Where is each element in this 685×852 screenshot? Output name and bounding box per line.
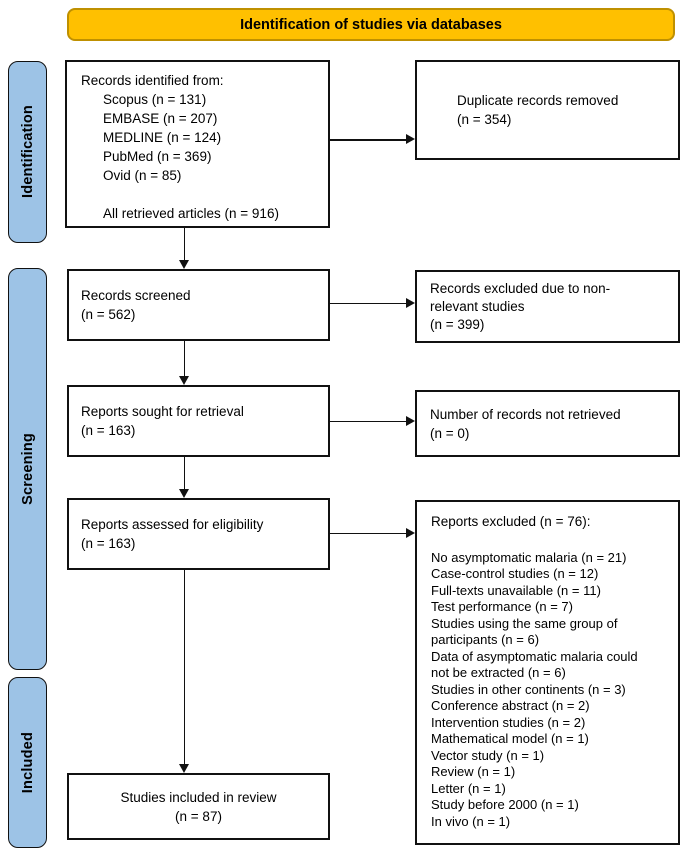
- text-line: (n = 399): [430, 316, 485, 332]
- box-duplicates-removed: Duplicate records removed (n = 354): [415, 60, 680, 160]
- source-line: MEDLINE (n = 124): [103, 130, 222, 145]
- stage-pill-included: Included: [8, 677, 47, 848]
- source-line: PubMed (n = 369): [103, 149, 212, 164]
- arrow-identified-to-duplicates-head: [406, 134, 415, 144]
- box-records-identified: Records identified from: Scopus (n = 131…: [65, 60, 330, 228]
- box-reports-excluded: Reports excluded (n = 76): No asymptomat…: [415, 500, 680, 845]
- arrow-assessed-to-included-shaft: [183, 570, 186, 765]
- records-identified-total: All retrieved articles (n = 916): [103, 206, 279, 221]
- reason-line: Review (n = 1): [431, 764, 516, 779]
- reports-excluded-reasons: No asymptomatic malaria (n = 21)Case-con…: [431, 550, 674, 831]
- arrow-screened-to-sought-head: [178, 376, 189, 385]
- arrow-identified-to-screened-shaft: [183, 228, 186, 261]
- reason-line: In vivo (n = 1): [431, 813, 511, 829]
- reason-line: Studies using the same group of: [431, 615, 618, 631]
- banner-title: Identification of studies via databases: [240, 16, 502, 33]
- box-studies-included: Studies included in review (n = 87): [67, 773, 330, 840]
- stage-pill-screening: Screening: [8, 268, 47, 670]
- reports-excluded-title: Reports excluded (n = 76):: [431, 514, 591, 529]
- reason-line: Full-texts unavailable (n = 11): [431, 582, 601, 598]
- text-line: Records screened: [81, 288, 191, 303]
- reason-line: participants (n = 6): [431, 632, 540, 647]
- reason-line: Data of asymptomatic malaria could: [431, 648, 638, 664]
- box-records-not-retrieved: Number of records not retrieved (n = 0): [415, 390, 680, 457]
- stage-label-included: Included: [19, 731, 36, 794]
- banner-identification-via-databases: Identification of studies via databases: [67, 8, 675, 41]
- text-line: Reports sought for retrieval: [81, 404, 244, 419]
- text-line: (n = 0): [430, 425, 470, 441]
- box-records-screened: Records screened (n = 562): [67, 269, 330, 341]
- text-line: (n = 163): [81, 423, 136, 438]
- records-not-retrieved-text: Number of records not retrieved (n = 0): [430, 405, 678, 443]
- records-screened-text: Records screened (n = 562): [81, 286, 328, 324]
- text-line: relevant studies: [430, 298, 525, 314]
- reason-line: Mathematical model (n = 1): [431, 731, 589, 746]
- blank-line: [81, 185, 322, 204]
- reason-line: not be extracted (n = 6): [431, 665, 566, 680]
- records-excluded-text: Records excluded due to non-relevant stu…: [430, 280, 678, 334]
- text-line: Studies included in review: [120, 789, 277, 805]
- arrow-screened-to-excluded-shaft: [330, 302, 406, 305]
- records-identified-sources: Scopus (n = 131) EMBASE (n = 207) MEDLINE …: [81, 90, 322, 185]
- arrow-sought-to-assessed-head: [178, 489, 189, 498]
- arrow-assessed-to-reportsexcluded-shaft: [330, 532, 406, 535]
- reason-line: Studies in other continents (n = 3): [431, 681, 626, 697]
- reason-line: Study before 2000 (n = 1): [431, 797, 579, 812]
- text-line: Reports assessed for eligibility: [81, 517, 264, 532]
- reason-line: Letter (n = 1): [431, 780, 506, 796]
- reason-line: Case-control studies (n = 12): [431, 566, 599, 581]
- arrow-screened-to-excluded-head: [406, 297, 415, 308]
- text-line: Number of records not retrieved: [430, 406, 621, 422]
- text-line: (n = 354): [457, 112, 512, 127]
- stage-label-screening: Screening: [19, 433, 36, 505]
- arrow-sought-to-notretrieved-head: [406, 415, 415, 426]
- arrow-identified-to-duplicates-shaft: [330, 139, 406, 141]
- source-line: Scopus (n = 131): [103, 92, 207, 107]
- arrow-sought-to-notretrieved-shaft: [330, 420, 406, 423]
- reason-line: No asymptomatic malaria (n = 21): [431, 549, 627, 565]
- reason-line: Test performance (n = 7): [431, 599, 573, 614]
- reports-assessed-text: Reports assessed for eligibility (n = 163…: [81, 515, 328, 553]
- arrow-screened-to-sought-shaft: [183, 341, 186, 377]
- arrow-assessed-to-included-head: [178, 764, 189, 773]
- box-reports-assessed: Reports assessed for eligibility (n = 163…: [67, 498, 330, 570]
- text-line: Duplicate records removed: [457, 93, 619, 108]
- box-reports-sought: Reports sought for retrieval (n = 163): [67, 385, 330, 457]
- arrow-sought-to-assessed-shaft: [183, 457, 186, 490]
- reason-line: Intervention studies (n = 2): [431, 714, 586, 730]
- box-records-excluded-nonrelevant: Records excluded due to non-relevant stu…: [415, 270, 680, 343]
- reason-line: Conference abstract (n = 2): [431, 698, 590, 713]
- text-line: (n = 163): [81, 536, 136, 551]
- reports-sought-text: Reports sought for retrieval (n = 163): [81, 402, 328, 440]
- records-identified-title: Records identified from:: [81, 73, 224, 88]
- arrow-identified-to-screened-head: [178, 260, 189, 269]
- text-line: Records excluded due to non-: [430, 280, 611, 296]
- reason-line: Vector study (n = 1): [431, 747, 545, 763]
- studies-included-text: Studies included in review (n = 87): [73, 788, 324, 826]
- text-line: (n = 562): [81, 307, 136, 322]
- duplicates-removed-text: Duplicate records removed (n = 354): [457, 91, 678, 129]
- arrow-assessed-to-reportsexcluded-head: [406, 527, 415, 538]
- source-line: Ovid (n = 85): [103, 168, 182, 183]
- text-line: (n = 87): [175, 808, 222, 824]
- stage-pill-identification: Identification: [8, 61, 47, 243]
- stage-label-identification: Identification: [19, 105, 36, 199]
- source-line: EMBASE (n = 207): [103, 111, 218, 126]
